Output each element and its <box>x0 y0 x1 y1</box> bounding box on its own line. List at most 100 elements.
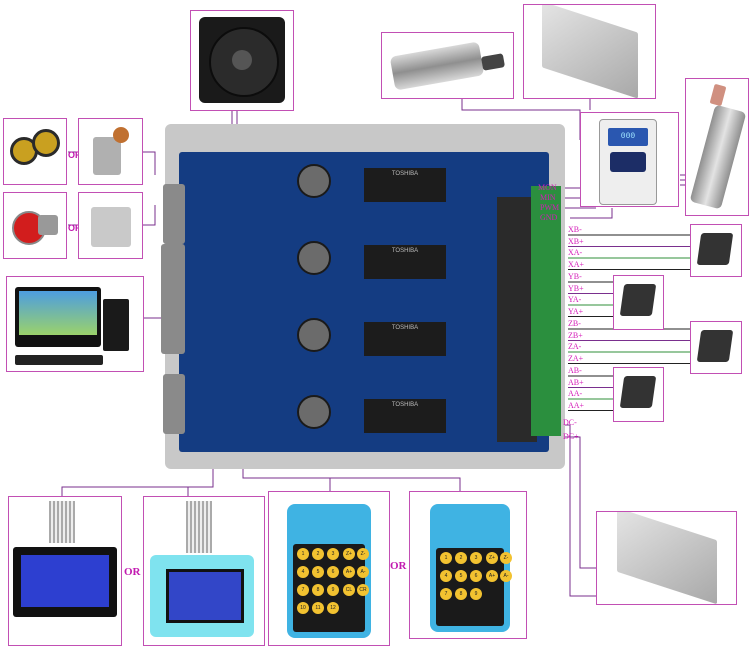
motor-pin-label-y: YB+ <box>568 283 584 293</box>
motor-pin-label-z: ZA+ <box>568 353 584 363</box>
micro-switch-icon <box>91 207 131 247</box>
or-label-lcd: OR <box>124 566 141 578</box>
stepper-motor-y-frame <box>613 275 664 330</box>
pendant-key: 4 <box>297 566 309 578</box>
pendant-key: A- <box>357 566 369 578</box>
chip-label: TOSHIBA <box>391 402 419 408</box>
pendant-key: 5 <box>312 566 324 578</box>
motor-pin-label-a: AB- <box>568 366 582 375</box>
power-pin-label: DC- <box>563 418 577 427</box>
pendant-key: A- <box>500 570 512 582</box>
driver-chip: TOSHIBA <box>364 322 446 356</box>
pendant-key: 3 <box>470 552 482 564</box>
spindle-pin-label: GND <box>540 213 558 222</box>
capacitor <box>297 241 331 275</box>
chip-label: TOSHIBA <box>391 248 419 254</box>
pcb-surface: TOSHIBA TOSHIBA TOSHIBA TOSHIBA <box>179 152 549 452</box>
cooling-fan-frame <box>190 10 294 111</box>
pendant-key: 9 <box>470 588 482 600</box>
driver-chip: TOSHIBA <box>364 399 446 433</box>
spindle-icon <box>389 41 485 91</box>
motor-pin-label-x: XA- <box>568 248 583 257</box>
lcd-screen-icon <box>13 547 117 617</box>
power-pin-label: DC+ <box>563 432 579 441</box>
spindle-motor-frame <box>381 32 514 99</box>
spindle-pin-label: MIN <box>540 193 556 202</box>
or-label-pendant: OR <box>390 560 407 572</box>
limit-switch-frame <box>78 118 143 185</box>
pendant-key: Z- <box>357 548 369 560</box>
inverter-display: 000 <box>608 128 648 146</box>
pendant-key: 6 <box>327 566 339 578</box>
stepper-motor-icon <box>619 284 657 316</box>
motor-pin-label-x: XB- <box>568 225 582 234</box>
driver-chip: TOSHIBA <box>364 168 446 202</box>
pendant-key: 11 <box>312 602 324 614</box>
pendant-key: 3 <box>327 548 339 560</box>
lcd-blue-frame <box>8 496 122 646</box>
pendant-key: 1 <box>440 552 452 564</box>
computer-frame <box>6 276 144 372</box>
db25-connector <box>161 244 185 354</box>
power-supply-bottom-frame <box>596 511 737 605</box>
power-supply-icon <box>617 512 717 604</box>
pendant-key: 2 <box>312 548 324 560</box>
limit-switch-icon <box>93 137 121 175</box>
capacitor <box>297 164 331 198</box>
fan-icon <box>199 17 285 103</box>
pendant-key: CR <box>357 584 369 596</box>
pendant-key: 5 <box>455 570 467 582</box>
micro-switch-frame <box>78 192 143 259</box>
green-terminal-block <box>531 186 561 436</box>
motor-pin-label-y: YA+ <box>568 306 584 316</box>
stepper-motor-icon <box>619 376 657 408</box>
chip-label: TOSHIBA <box>391 325 419 331</box>
pendant-key: 12 <box>327 602 339 614</box>
keyboard-icon <box>15 355 103 365</box>
motor-pin-label-a: AA- <box>568 389 583 398</box>
pendant-key: CL <box>343 584 355 596</box>
pendant-key: 1 <box>297 548 309 560</box>
motor-pin-label-x: XB+ <box>568 236 584 246</box>
capacitor <box>297 318 331 352</box>
spindle-vertical-icon <box>689 104 747 210</box>
pendant-key: Z+ <box>343 548 355 560</box>
pendant-key: 8 <box>455 588 467 600</box>
inverter-icon: 000 <box>599 119 657 205</box>
chip-label: TOSHIBA <box>391 171 419 177</box>
stepper-motor-icon <box>696 330 734 362</box>
motor-pin-label-a: AB+ <box>568 377 584 387</box>
pendant-key: A+ <box>343 566 355 578</box>
motor-pin-label-z: ZA- <box>568 342 582 351</box>
power-supply-icon <box>542 5 638 98</box>
db-connector-top <box>163 184 185 244</box>
capacitor <box>297 395 331 429</box>
motor-pin-label-y: YA- <box>568 295 582 304</box>
pendant-key: 2 <box>455 552 467 564</box>
power-supply-top-frame <box>523 4 656 99</box>
db-connector-bottom <box>163 374 185 434</box>
pendant-key: A+ <box>486 570 498 582</box>
pendant-key: Z+ <box>486 552 498 564</box>
pendant-key: 4 <box>440 570 452 582</box>
proximity-sensor-frame <box>3 118 67 185</box>
lcd-light-frame <box>143 496 265 646</box>
emergency-stop-frame <box>3 192 67 259</box>
motor-pin-label-y: YB- <box>568 272 582 281</box>
motor-pin-label-z: ZB+ <box>568 330 583 340</box>
driver-chip: TOSHIBA <box>364 245 446 279</box>
ribbon-cable <box>186 501 212 553</box>
pendant-key: 7 <box>297 584 309 596</box>
pendant-key: 9 <box>327 584 339 596</box>
pc-tower-icon <box>103 299 129 351</box>
inverter-frame: 000 <box>580 112 679 207</box>
driver-heatsink-strip <box>497 197 537 442</box>
stepper-motor-x-frame <box>690 224 742 277</box>
motor-pin-label-x: XA+ <box>568 259 585 269</box>
controller-board: TOSHIBA TOSHIBA TOSHIBA TOSHIBA <box>161 124 565 469</box>
lcd-screen-icon <box>150 555 254 637</box>
monitor-icon <box>15 287 101 347</box>
